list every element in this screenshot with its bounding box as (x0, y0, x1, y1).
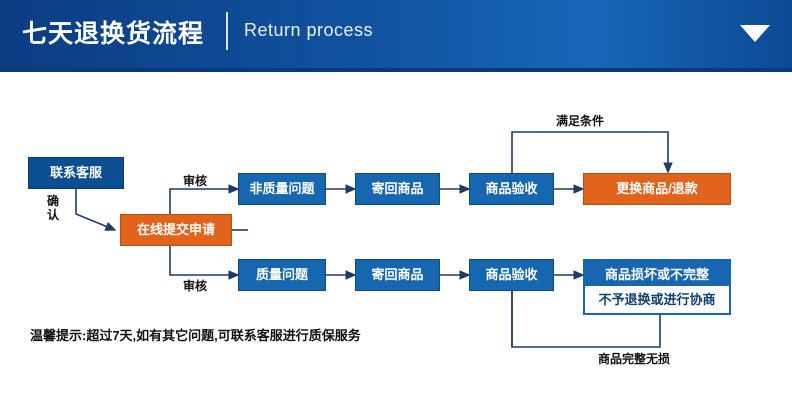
node-damaged-bottom: 不予退换或进行协商 (585, 286, 729, 311)
header-underline (0, 68, 792, 72)
node-inspect-1[interactable]: 商品验收 (469, 173, 554, 205)
node-damaged-top: 商品损坏或不完整 (585, 261, 729, 286)
node-label: 质量问题 (255, 266, 308, 282)
triangle-down-icon[interactable] (740, 25, 770, 42)
node-damaged-outcome[interactable]: 商品损坏或不完整 不予退换或进行协商 (583, 259, 731, 315)
node-label: 联系客服 (49, 164, 102, 180)
node-non-quality-issue[interactable]: 非质量问题 (238, 173, 326, 205)
label-review-1: 审核 (183, 174, 208, 188)
label-intact: 商品完整无损 (598, 352, 671, 366)
header-subtitle: Return process (244, 20, 374, 40)
node-label: 不予退换或进行协商 (598, 292, 716, 307)
node-quality-issue[interactable]: 质量问题 (238, 259, 326, 291)
node-replace-refund[interactable]: 更换商品/退款 (583, 173, 731, 205)
node-label: 商品验收 (485, 180, 538, 196)
node-label: 寄回商品 (371, 180, 424, 196)
node-label: 寄回商品 (371, 266, 424, 282)
header-bar: 七天退换货流程 Return process (0, 0, 792, 68)
label-confirm: 确认 (46, 194, 59, 222)
page-title: 七天退换货流程 (22, 20, 205, 48)
node-send-back-1[interactable]: 寄回商品 (355, 173, 440, 205)
flow-canvas: 联系客服 在线提交申请 非质量问题 寄回商品 商品验收 更换商品/退款 质量问题… (0, 72, 792, 414)
node-label: 更换商品/退款 (616, 180, 698, 196)
label-meets-condition: 满足条件 (556, 114, 605, 128)
connector-lines (75, 131, 673, 348)
header-divider (226, 12, 228, 50)
label-review-2: 审核 (183, 279, 208, 293)
node-submit-application[interactable]: 在线提交申请 (120, 214, 232, 246)
node-contact-service[interactable]: 联系客服 (28, 157, 124, 189)
tip-text: 温馨提示:超过7天,如有其它问题,可联系客服进行质保服务 (30, 328, 361, 343)
node-label: 在线提交申请 (136, 221, 215, 237)
node-send-back-2[interactable]: 寄回商品 (355, 259, 440, 291)
node-label: 商品验收 (485, 266, 538, 282)
node-inspect-2[interactable]: 商品验收 (469, 259, 554, 291)
node-label: 商品损坏或不完整 (604, 267, 709, 282)
node-label: 非质量问题 (249, 180, 315, 196)
